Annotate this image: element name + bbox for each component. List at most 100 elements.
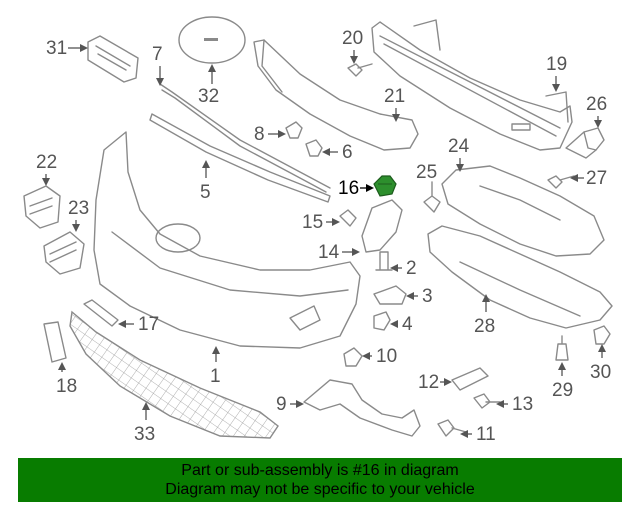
part-20-bolt: [347, 63, 373, 77]
part-11-bolt: [437, 419, 467, 437]
part-31-license-bracket: [87, 35, 139, 83]
callout-32: 32: [198, 64, 219, 107]
callout-6: 6: [322, 142, 353, 163]
part-29-bolt: [555, 335, 569, 361]
callout-17: 17: [118, 314, 159, 335]
part-3-bracket: [373, 285, 407, 305]
callout-4: 4: [390, 314, 413, 335]
callout-8: 8: [254, 124, 286, 145]
callout-31: 31: [46, 38, 88, 59]
svg-text:4: 4: [402, 314, 413, 335]
part-26-bracket: [565, 127, 605, 159]
callout-24: 24: [448, 136, 470, 172]
part-17-strip: [83, 299, 119, 327]
callout-16-highlighted: 16: [338, 178, 374, 199]
callout-28: 28: [474, 294, 495, 337]
callout-27: 27: [570, 168, 607, 189]
svg-text:32: 32: [198, 86, 219, 107]
part-15-clip: [339, 209, 357, 227]
part-23-fog-cover: [43, 231, 85, 275]
callout-11: 11: [460, 424, 496, 445]
svg-text:11: 11: [476, 424, 496, 445]
callout-2: 2: [390, 258, 417, 279]
svg-text:15: 15: [302, 212, 323, 233]
part-27-bolt: [547, 175, 575, 189]
part-2-bolt: [375, 251, 393, 271]
svg-text:22: 22: [36, 152, 57, 173]
part-13-screw: [473, 393, 501, 409]
part-30-clip: [593, 325, 611, 345]
svg-text:18: 18: [56, 376, 77, 397]
banner-line-1: Part or sub-assembly is #16 in diagram: [181, 462, 459, 479]
svg-text:26: 26: [586, 94, 607, 115]
svg-text:24: 24: [448, 136, 470, 157]
svg-text:10: 10: [376, 346, 397, 367]
svg-text:12: 12: [418, 372, 439, 393]
svg-text:17: 17: [138, 314, 159, 335]
info-banner: Part or sub-assembly is #16 in diagram D…: [18, 458, 622, 502]
svg-text:16: 16: [338, 178, 359, 199]
part-9-trim: [303, 379, 421, 437]
callout-14: 14: [318, 242, 360, 263]
callout-9: 9: [276, 394, 304, 415]
svg-text:20: 20: [342, 28, 363, 49]
part-14-bracket: [361, 199, 403, 253]
part-4-clip: [373, 311, 391, 331]
svg-text:7: 7: [152, 44, 163, 65]
callout-33: 33: [134, 402, 155, 445]
callout-5: 5: [200, 160, 211, 203]
part-1-bumper-cover: [93, 131, 361, 349]
svg-text:3: 3: [422, 286, 433, 307]
callout-23: 23: [68, 198, 89, 232]
part-18-plate: [43, 321, 67, 363]
callout-25: 25: [416, 162, 437, 183]
part-19-reinforcement-beam: [371, 19, 573, 151]
part-7-strip: [159, 83, 331, 193]
svg-text:8: 8: [254, 124, 265, 145]
svg-text:21: 21: [384, 86, 405, 107]
svg-text:1: 1: [210, 366, 221, 387]
svg-text:27: 27: [586, 168, 607, 189]
svg-text:28: 28: [474, 316, 495, 337]
callout-22: 22: [36, 152, 57, 186]
parts-diagram: 31 7 32 20 21 19 26 8 6 24 22 5: [23, 16, 613, 445]
callout-21: 21: [384, 86, 405, 122]
callout-12: 12: [418, 372, 452, 393]
callout-15: 15: [302, 212, 340, 233]
part-33-lower-grille: [69, 310, 279, 439]
part-21-absorber: [253, 39, 419, 151]
svg-text:2: 2: [406, 258, 417, 279]
part-32-sticker: [178, 16, 246, 64]
svg-text:25: 25: [416, 162, 437, 183]
part-8-clip: [285, 121, 303, 139]
svg-text:23: 23: [68, 198, 89, 219]
svg-text:14: 14: [318, 242, 340, 263]
callout-18: 18: [56, 362, 77, 397]
part-6-clip: [305, 139, 323, 157]
part-12-clip: [451, 367, 489, 391]
part-25-bolt: [423, 181, 441, 213]
callout-13: 13: [496, 394, 533, 415]
svg-text:30: 30: [590, 362, 611, 383]
callout-20: 20: [342, 28, 363, 64]
part-24-upper-cover: [441, 165, 605, 257]
part-16-clip: [373, 175, 397, 197]
part-28-lower-cover: [427, 225, 613, 329]
svg-text:13: 13: [512, 394, 533, 415]
svg-text:29: 29: [552, 380, 573, 401]
callout-10: 10: [362, 346, 397, 367]
svg-text:9: 9: [276, 394, 287, 415]
callout-7: 7: [152, 44, 164, 86]
callout-19: 19: [546, 54, 567, 92]
svg-text:5: 5: [200, 182, 211, 203]
part-10-clip: [343, 347, 363, 367]
part-22-fog-cover: [23, 185, 61, 229]
part-5-retainer-strip: [149, 113, 331, 203]
svg-text:6: 6: [342, 142, 353, 163]
callout-30: 30: [590, 344, 611, 383]
svg-text:33: 33: [134, 424, 155, 445]
banner-line-2: Diagram may not be specific to your vehi…: [165, 481, 475, 498]
callout-29: 29: [552, 362, 573, 401]
svg-text:31: 31: [46, 38, 67, 59]
callout-1: 1: [210, 346, 221, 387]
